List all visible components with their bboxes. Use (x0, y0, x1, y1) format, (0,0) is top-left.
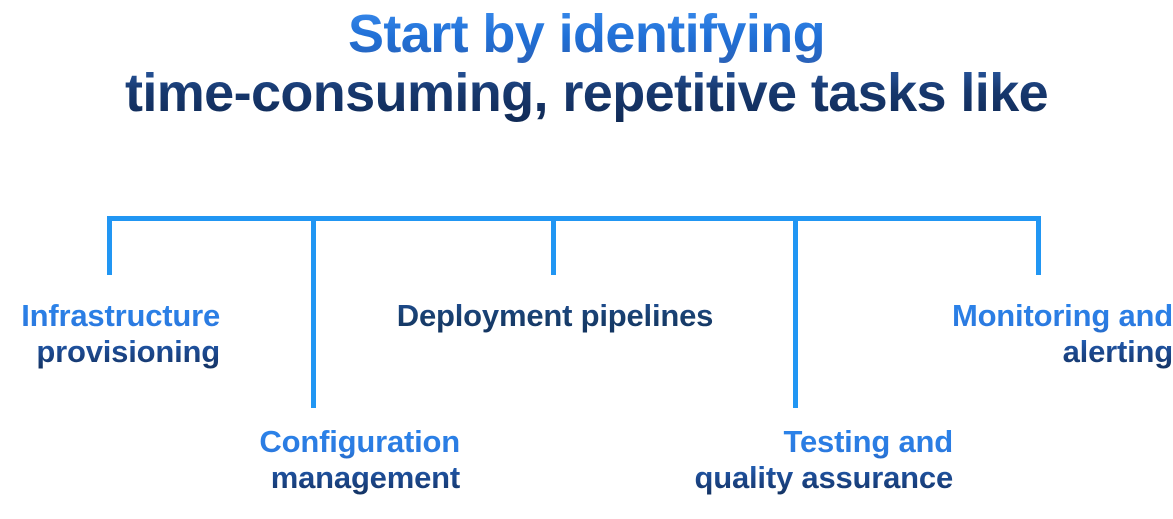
page-title-line-1: Start by identifying (0, 5, 1173, 63)
page-title: Start by identifying time-consuming, rep… (0, 5, 1173, 122)
bracket-stem-infrastructure-provisioning (107, 216, 112, 275)
branch-label-infrastructure-provisioning: Infrastructure provisioning (0, 298, 220, 370)
branch-label-line-1: Testing and (783, 424, 953, 459)
bracket-stem-deployment-pipelines (551, 216, 556, 275)
bracket-stem-monitoring-alerting (1036, 216, 1041, 275)
page-title-line-2: time-consuming, repetitive tasks like (0, 64, 1173, 122)
branch-label-line-2: quality assurance (694, 459, 953, 495)
branch-label-monitoring-alerting: Monitoring and alerting (915, 298, 1173, 370)
branch-label-line-1: Configuration (259, 424, 460, 459)
branch-label-line-2: alerting (1062, 333, 1173, 369)
branch-label-configuration-management: Configuration management (170, 424, 460, 496)
branch-label-testing-quality-assurance: Testing and quality assurance (638, 424, 953, 496)
bracket-stem-testing-quality-assurance (793, 216, 798, 408)
branch-label-line-2: provisioning (36, 333, 220, 369)
bracket-stem-configuration-management (311, 216, 316, 408)
branch-label-line-1: Monitoring and (951, 298, 1173, 333)
bracket-horizontal-rail (107, 216, 1041, 221)
branch-label-line-1: Deployment pipelines (396, 298, 714, 333)
branch-label-line-1: Infrastructure (21, 298, 220, 333)
branch-label-deployment-pipelines: Deployment pipelines (376, 298, 734, 334)
branch-label-line-2: management (270, 459, 460, 495)
